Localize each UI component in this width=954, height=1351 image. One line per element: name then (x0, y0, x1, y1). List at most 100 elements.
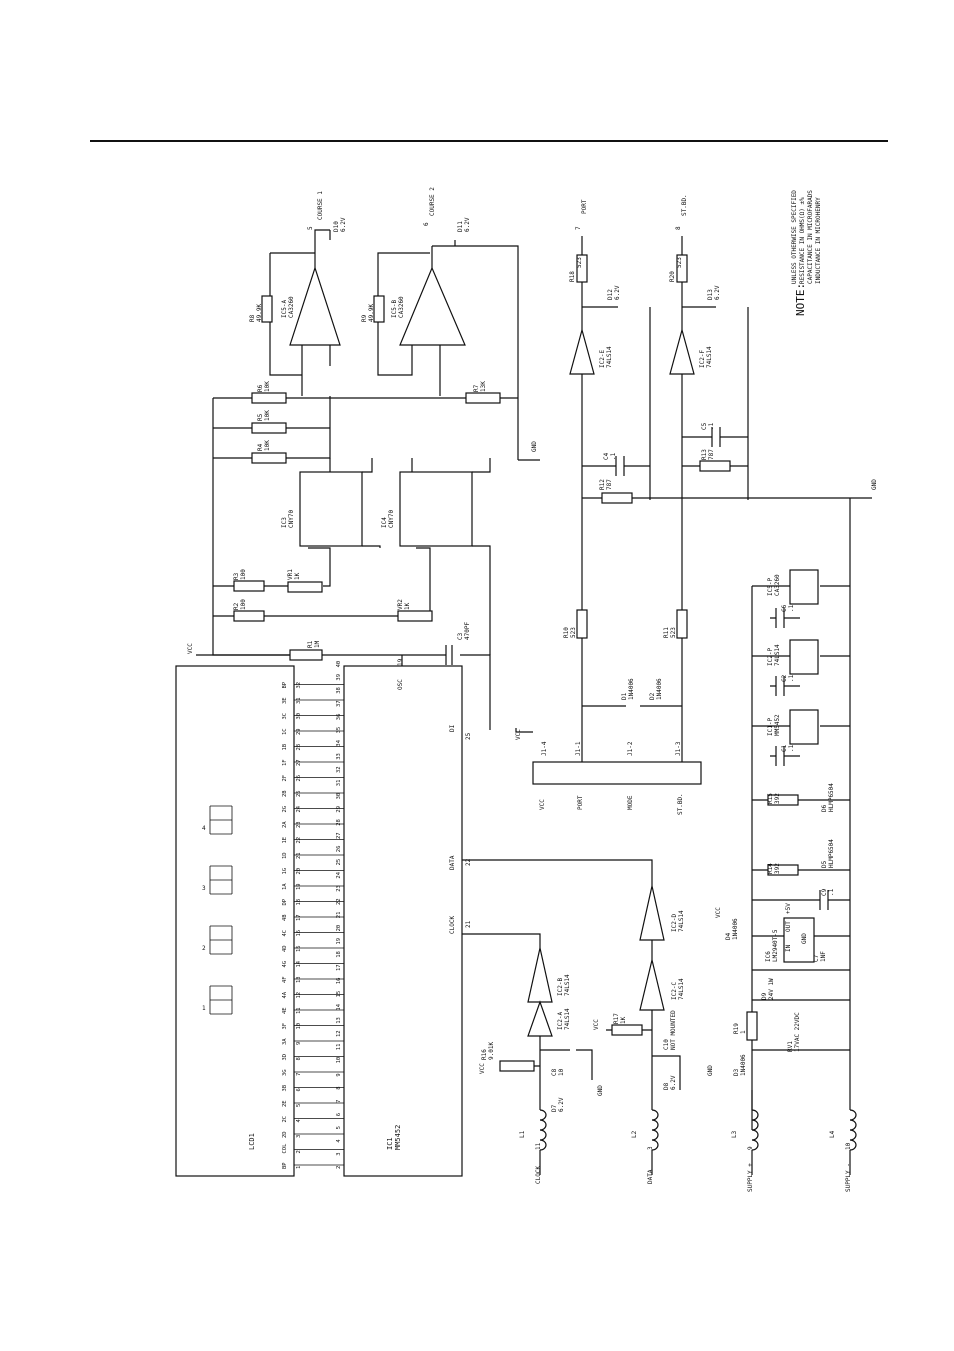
lcd-pin-number: 18 (296, 899, 302, 906)
ic2e-part: 74LS14 (606, 346, 613, 368)
l3-ref: L3 (731, 1130, 738, 1138)
lcd-pin-number: 15 (296, 945, 302, 952)
ic1-pin-number: 30 (336, 793, 342, 800)
lcd-pin-label: 1F (282, 759, 288, 766)
ic2a-ref: IC2-A (557, 1012, 564, 1030)
r12-value: 787 (606, 479, 613, 490)
d12-ref: D12 (607, 289, 614, 300)
c10-value: NOT MOUNTED (670, 1010, 677, 1050)
ic1p-part: MM5452 (774, 714, 781, 736)
lcd-pin-number: 3 (296, 1135, 302, 1138)
lcd-pin-label: 3F (282, 1023, 288, 1030)
lcd-pin-label: 4E (282, 1007, 288, 1014)
rv1-ref: RV1 (787, 1041, 794, 1052)
lcd-pin-number: 7 (296, 1073, 302, 1076)
r5-value: 10K (264, 410, 271, 421)
ic1-osc-pin: 19 (397, 658, 404, 666)
ic1-pin-number: 10 (336, 1057, 342, 1064)
d2-ref: D2 (649, 692, 656, 700)
vcc-label-1: VCC (187, 643, 194, 654)
ic2d-ref: IC2-D (671, 914, 678, 932)
ic6-out-label: +5V (785, 903, 792, 914)
r4-value: 10K (264, 440, 271, 451)
r4-ref: R4 (257, 443, 264, 451)
r13-value: 787 (708, 449, 715, 460)
lcd-digit-3: 3 (202, 885, 206, 892)
out-stbd-label: ST.BD. (681, 194, 688, 216)
input-section (462, 859, 851, 1175)
ic1-pin-number: 12 (336, 1030, 342, 1037)
ic1-pin-number: 34 (336, 739, 342, 746)
lcd-pin-number: 13 (296, 976, 302, 983)
l3-signal: SUPPLY + (747, 1163, 754, 1192)
r6-value: 10K (264, 381, 271, 392)
component-labels-power: IC5-P CA3260 IC2-P 74LS14 IC1-P MM5452 C… (715, 574, 835, 1076)
ic1-pin-number: 2 (336, 1166, 342, 1169)
c8-value: 1NF (820, 951, 827, 962)
lcd-pin-number: 22 (296, 837, 302, 844)
r16-ref: R16 (481, 1049, 488, 1060)
d7-ref: D7 (551, 1104, 558, 1112)
d3-value: 1N4006 (740, 1054, 747, 1076)
j1-label-mode: MODE (627, 795, 634, 810)
c7-value: 10 (558, 1068, 565, 1076)
ic4-ref: IC4 (381, 517, 388, 528)
l4-terminal: 10 (845, 1142, 852, 1150)
ic1-pin-number: 32 (336, 766, 342, 773)
c3-value: 470PF (464, 622, 471, 640)
lcd-pin-label: 2C (282, 1116, 288, 1123)
lcd-bus-wires (294, 684, 344, 1166)
ic1-pin-number: 33 (336, 753, 342, 760)
lcd-pin-label: 2B (282, 790, 288, 797)
d8-value: 6.2V (670, 1075, 677, 1090)
j1-label-stbd: ST.BD. (677, 793, 684, 815)
r7-value: 13K (480, 381, 487, 392)
d3-ref: D3 (733, 1068, 740, 1076)
lcd-pin-label: 1E (282, 837, 288, 844)
ic2f-ref: IC2-F (699, 350, 706, 368)
l3-terminal: 9 (747, 1146, 754, 1150)
component-labels-input: IC2-A 74LS14 IC2-B 74LS14 IC2-C 74LS14 I… (479, 910, 852, 1192)
d11-value: 6.2V (464, 217, 471, 232)
c2-ref: C2 (781, 674, 788, 682)
r14-ref: R14 (767, 863, 774, 874)
r11-ref: R11 (663, 627, 670, 638)
ic1-pin-number: 7 (336, 1100, 342, 1103)
rv1-value: 17VAC 22VDC (794, 1012, 801, 1052)
lcd-pin-label: 2E (282, 1100, 288, 1107)
note-line-3: CAPACITANCE IN MICROFARADS (807, 190, 814, 284)
c4-ref: C4 (603, 452, 610, 460)
c9-value: .1 (828, 888, 835, 896)
lcd-pin-number: 26 (296, 775, 302, 782)
ic3-ref: IC3 (281, 517, 288, 528)
ic2e-ref: IC2-E (599, 350, 606, 368)
ic1-pin-number: 3 (336, 1152, 342, 1155)
ic1-pin-number: 36 (336, 714, 342, 721)
r20-value: 523 (676, 257, 683, 268)
note-title: NOTE: (794, 283, 807, 316)
ic6-ref: IC6 (765, 951, 772, 962)
ic1-pin-number: 11 (336, 1044, 342, 1051)
lcd-pin-number: 28 (296, 744, 302, 751)
d13-ref: D13 (707, 289, 714, 300)
ic1-pin-number: 37 (336, 700, 342, 707)
ic6-out: OUT (785, 921, 792, 932)
lcd-digit-2: 2 (202, 945, 206, 952)
ic1-pin-number: 21 (336, 912, 342, 919)
r15-value: 392 (774, 793, 781, 804)
lcd-pin-label: DP (282, 898, 288, 905)
lcd-pin-label: 4G (282, 961, 288, 968)
power-section (746, 569, 850, 1130)
r17-value: 1K (620, 1016, 627, 1024)
ic1-pin-number: 16 (336, 978, 342, 985)
ic1-clock-label: CLOCK (449, 916, 456, 934)
d5-ref: D5 (821, 860, 828, 868)
vcc-label-5: VCC (593, 1019, 600, 1030)
ic1-clock-pin: 21 (465, 920, 472, 928)
vcc-label-4: VCC (479, 1063, 486, 1074)
r9-ref: R9 (361, 314, 368, 322)
ic1-di-label: DI (449, 724, 456, 732)
gnd-label-2: GND (871, 479, 878, 490)
l1-ref: L1 (519, 1130, 526, 1138)
